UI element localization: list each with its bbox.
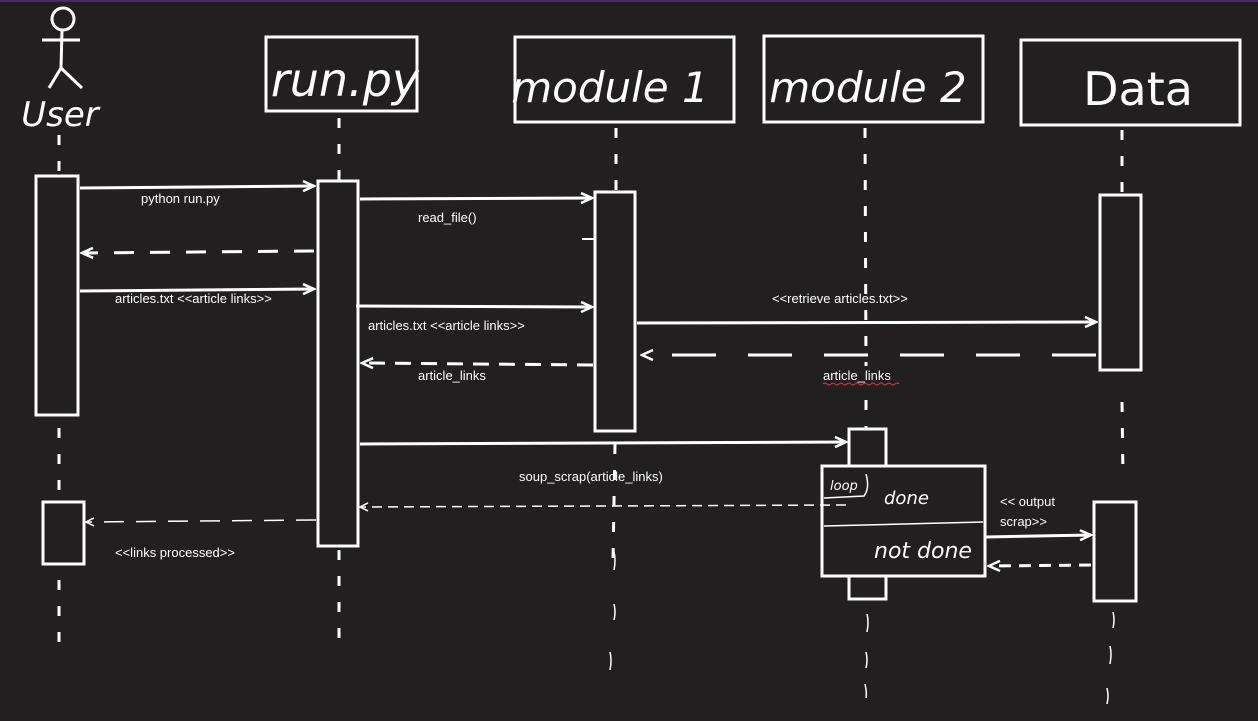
message-read-file-label: read_file()	[418, 210, 477, 225]
participant-runpy-label: run.py	[271, 53, 420, 107]
message-soup-scrap-arrow	[359, 442, 846, 444]
activation-module1	[593, 190, 637, 433]
lifeline-data-tail	[1106, 611, 1115, 705]
lifeline-module1-tail	[609, 603, 616, 671]
user-actor-icon	[42, 6, 84, 90]
message-return-to-user-arrow	[82, 251, 315, 253]
activation-module2-bottom	[847, 574, 888, 601]
message-read-file-arrow	[359, 198, 592, 199]
message-links-processed-label: <<links processed>>	[115, 545, 235, 560]
message-articles-runpy-label: articles.txt <<article links>>	[368, 318, 525, 333]
participant-module2-label: module 2	[769, 63, 966, 112]
activation-data-2	[1092, 500, 1138, 603]
message-output-return-arrow	[989, 565, 1092, 566]
message-articles-runpy-arrow	[355, 306, 592, 307]
message-articles-user-label: articles.txt <<article links>>	[115, 291, 272, 306]
activation-user-1	[34, 174, 80, 417]
loop-fragment	[820, 464, 987, 578]
message-retrieve-arrow	[636, 322, 1096, 323]
message-article-links-runpy-arrow	[362, 363, 594, 365]
message-articles-user-arrow	[79, 289, 314, 291]
participant-module2-box	[762, 34, 985, 124]
participant-module1-box	[513, 35, 736, 124]
participant-user-label: User	[21, 95, 101, 135]
participant-module1-label: module 1	[511, 63, 708, 112]
activation-runpy	[316, 179, 360, 548]
message-output-label-line1: << output	[1000, 494, 1055, 509]
activation-data-1	[1098, 193, 1143, 372]
loop-fragment-label: loop	[830, 479, 858, 494]
message-soup-scrap-label: soup_scrap(article_links)	[519, 469, 663, 484]
message-retrieve-label: <<retrieve articles.txt>>	[772, 291, 908, 306]
lifeline-module1-lower	[611, 443, 617, 561]
loop-guard-not-done: not done	[874, 539, 972, 564]
message-python-run-arrow	[79, 186, 314, 188]
activation-user-2	[41, 500, 86, 566]
message-article-links-return-label: article_links	[823, 368, 891, 383]
spellcheck-underline	[822, 382, 900, 386]
window-top-border	[0, 0, 1258, 2]
message-output-label-line2: scrap>>	[1000, 514, 1047, 529]
message-article-links-runpy-label: article_links	[418, 368, 486, 383]
lifeline-data-lower	[1120, 401, 1125, 479]
message-output-scrap-arrow	[985, 535, 1091, 537]
activation-module2-top	[847, 427, 888, 468]
lifeline-module2-tail	[864, 613, 869, 699]
message-python-run-label: python run.py	[141, 191, 220, 206]
loop-guard-done: done	[884, 488, 929, 509]
participant-data-label: Data	[1083, 62, 1193, 116]
lifeline-module2	[863, 127, 868, 367]
participant-runpy-box	[264, 35, 419, 113]
lifeline-module1-tick	[613, 551, 616, 571]
message-module2-return-arrow	[360, 505, 847, 507]
participant-data-box	[1019, 38, 1242, 127]
message-links-processed-arrow	[86, 520, 317, 522]
